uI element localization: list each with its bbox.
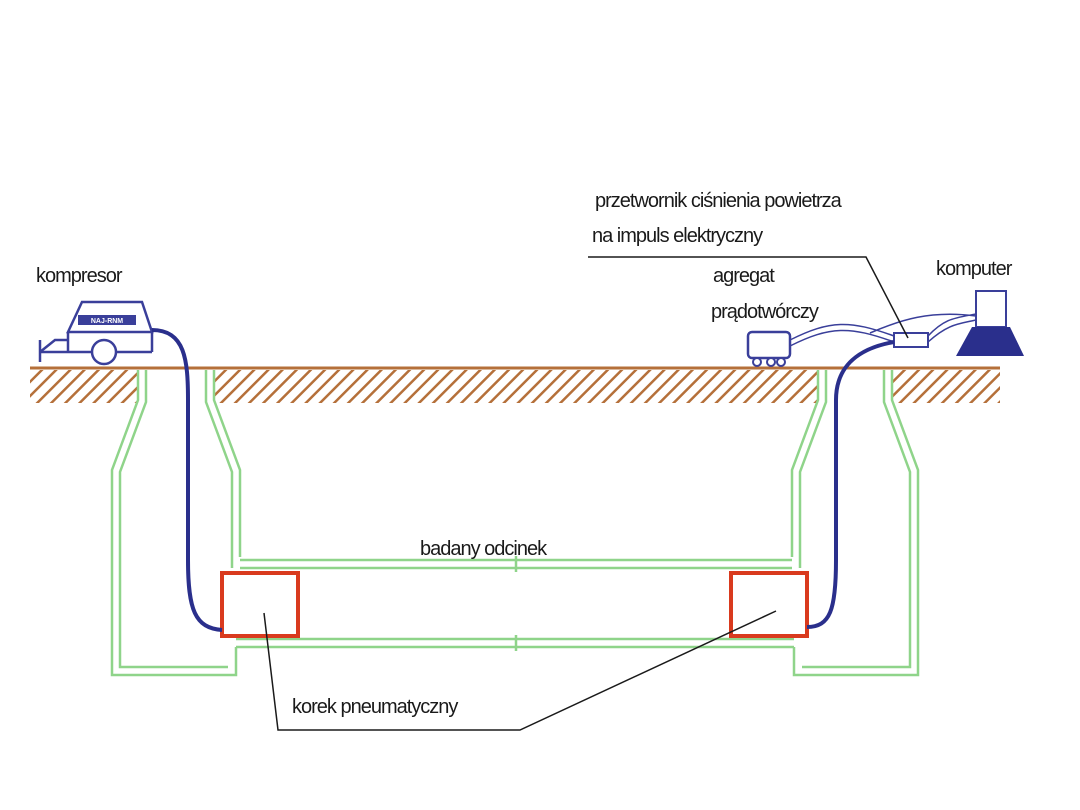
computer-icon bbox=[956, 290, 1024, 356]
label-komputer: komputer bbox=[936, 258, 1013, 280]
right-manhole-inner bbox=[802, 370, 912, 669]
label-przetwornik-line1: przetwornik ciśnienia powietrza bbox=[595, 190, 843, 212]
left-manhole-outer bbox=[110, 370, 238, 677]
ground-hatch-middle bbox=[214, 370, 818, 403]
label-agregat-line2: prądotwórczy bbox=[711, 301, 819, 323]
label-badany-odcinek: badany odcinek bbox=[420, 538, 548, 560]
right-hose bbox=[806, 340, 895, 629]
label-korek-pneumatyczny: korek pneumatyczny bbox=[292, 696, 458, 718]
right-manhole-left-wall-outer bbox=[790, 370, 820, 557]
leader-lines bbox=[263, 256, 909, 731]
manholes-and-pipe bbox=[110, 370, 920, 677]
left-manhole-inner bbox=[118, 370, 228, 669]
generator-icon bbox=[746, 330, 792, 367]
right-manhole-left-wall-inner bbox=[798, 370, 828, 568]
left-manhole-right-wall-outer bbox=[212, 370, 242, 557]
pneumatic-plug-left bbox=[220, 571, 300, 638]
left-manhole-right-wall-inner bbox=[204, 370, 234, 568]
compressor-trailer-icon: NAJ-RNM bbox=[38, 300, 154, 366]
power-cable bbox=[789, 313, 977, 347]
right-manhole-outer bbox=[792, 370, 920, 677]
left-hose bbox=[151, 328, 223, 632]
label-przetwornik-line2: na impuls elektryczny bbox=[592, 225, 763, 247]
transducer-box-icon bbox=[893, 332, 929, 348]
transducer-leader bbox=[588, 256, 909, 339]
ground-hatch-right bbox=[892, 370, 1000, 403]
pressure-hoses bbox=[151, 328, 895, 632]
ground bbox=[30, 366, 1000, 403]
compressor-badge: NAJ-RNM bbox=[91, 318, 123, 325]
label-agregat-line1: agregat bbox=[713, 265, 775, 287]
pneumatic-plug-right bbox=[729, 571, 809, 638]
plug-leader bbox=[263, 610, 777, 731]
label-kompresor: kompresor bbox=[36, 265, 123, 287]
ground-hatch-left bbox=[30, 370, 138, 403]
